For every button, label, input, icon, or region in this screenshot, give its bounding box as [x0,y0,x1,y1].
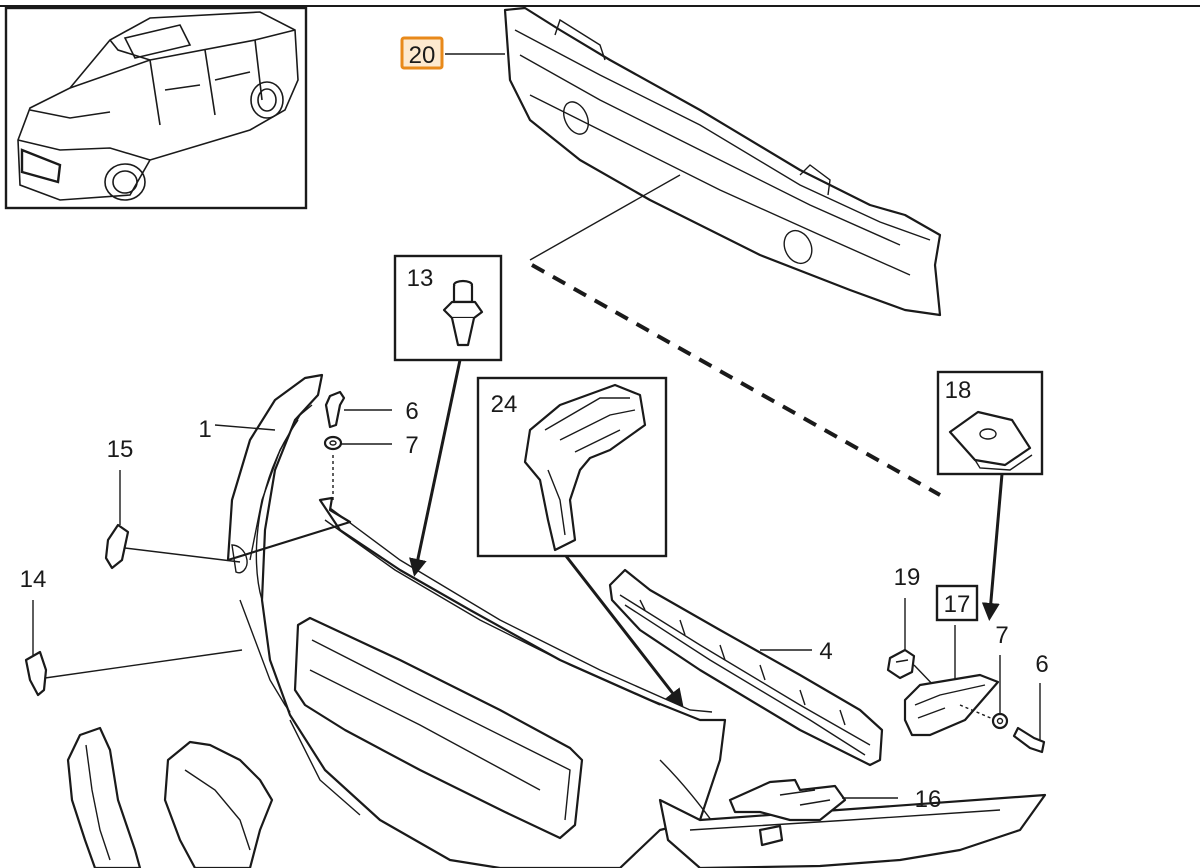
callout-20[interactable]: 20 [409,42,436,69]
part-13-box [393,254,503,577]
part-15-cap [104,470,241,570]
part-20-reinforcement [445,6,942,317]
callout-18[interactable]: 18 [945,377,972,404]
part-4-grille [608,568,884,767]
callout-13[interactable]: 13 [407,265,434,292]
clip-13-icon [442,279,484,347]
callout-6-right[interactable]: 6 [1035,651,1048,678]
callout-14[interactable]: 14 [20,566,47,593]
callout-4[interactable]: 4 [819,638,832,665]
callout-17[interactable]: 17 [944,591,971,618]
callout-24[interactable]: 24 [491,391,518,418]
vehicle-thumbnail [4,6,308,210]
nut-clip-18-icon [948,410,1033,471]
car-illustration [17,11,299,201]
callout-17-box [935,584,979,622]
lower-left-parts [66,726,274,868]
part-1-bumper-cover [214,373,1047,868]
part-14-trim [24,600,243,697]
part-19-clip [886,598,939,691]
part-18-box [936,370,1044,621]
assembly-dashed-line [531,263,941,497]
part-24-box [476,376,684,708]
callout-15[interactable]: 15 [107,436,134,463]
callout-16[interactable]: 16 [915,786,942,813]
part-16-bracket [728,778,898,847]
callout-1[interactable]: 1 [198,416,211,443]
callout-20-highlight [400,36,444,70]
callout-6-top[interactable]: 6 [405,398,418,425]
part-17-bracket [903,625,1000,737]
callout-19[interactable]: 19 [894,564,921,591]
air-guide-24-icon [523,383,647,552]
screw-washer-right [959,655,1046,754]
screw-washer-top [323,390,392,500]
callout-7-right[interactable]: 7 [995,622,1008,649]
callout-7-top[interactable]: 7 [405,432,418,459]
